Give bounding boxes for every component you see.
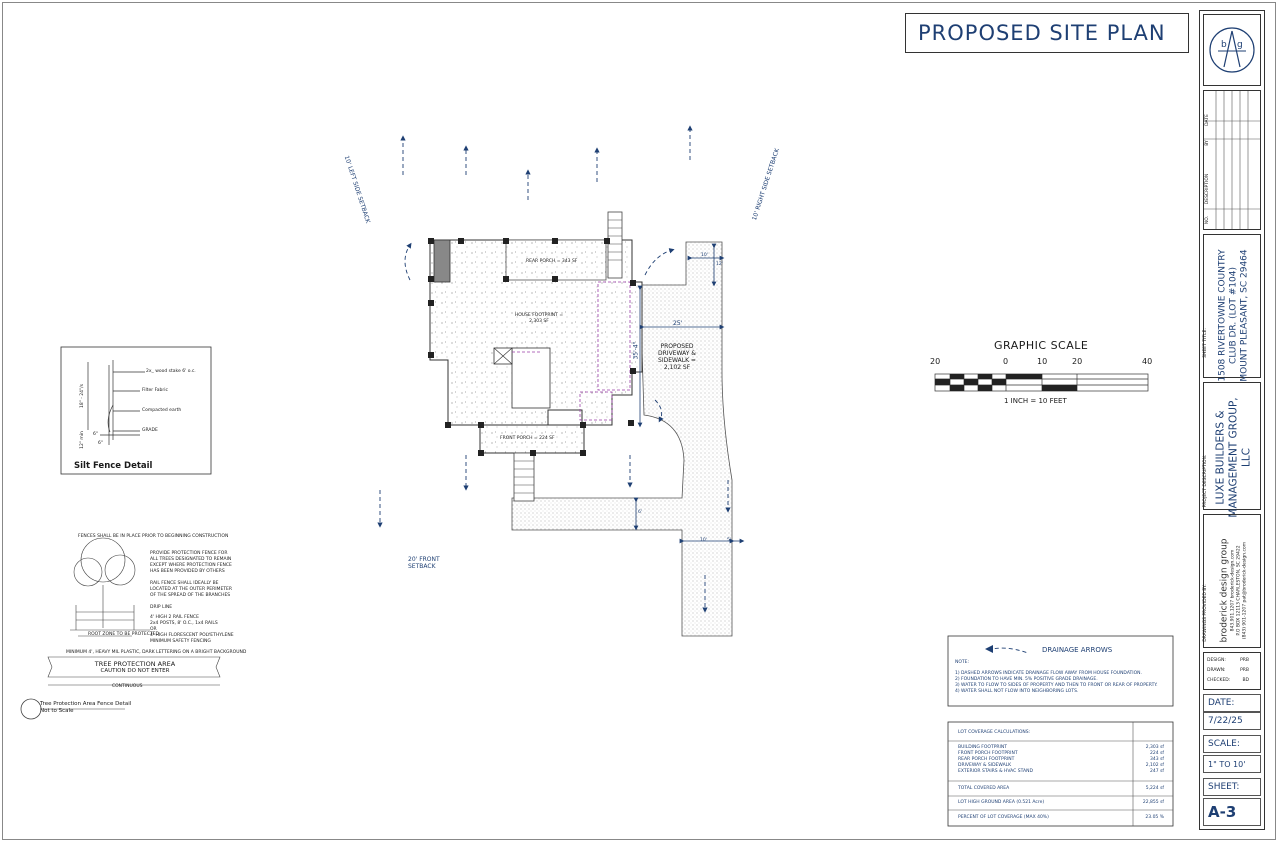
date-value: 7/22/25 [1203, 712, 1261, 730]
sign-note: MINIMUM 4', HEAVY MIL PLASTIC, DARK LETT… [66, 650, 247, 655]
coverage-title: LOT COVERAGE CALCULATIONS: [958, 730, 1031, 735]
provided-label: DRAWINGS PROVIDED BY: [1203, 584, 1208, 642]
project-label: PROJECT DESCRIPTION: [1203, 454, 1208, 508]
graphic-scale-caption: 1 INCH = 10 FEET [1004, 397, 1067, 405]
scale-tick-10: 10 [1037, 357, 1048, 366]
tree-illustration [70, 537, 150, 637]
root-zone-note: ROOT ZONE TO BE PROTECTED [88, 632, 159, 637]
dim-10-top-label: 10' [701, 253, 708, 258]
silt-dim-height: 18" - 24"/s [80, 384, 85, 408]
graphic-scale-title: GRAPHIC SCALE [994, 339, 1089, 352]
credits: DESIGN:PRB DRAWN:PRB CHECKED:BD [1207, 656, 1259, 686]
title-block [1199, 10, 1265, 830]
sheet-label: SHEET: [1203, 778, 1261, 796]
dim-10-bottom-label: 10' [700, 538, 707, 543]
continuous-note: CONTINUOUS [112, 684, 143, 689]
project-text: LUXE BUILDERS & MANAGEMENT GROUP, LLC [1214, 397, 1253, 518]
house-footprint [429, 239, 643, 426]
site-plan-drawing [20, 125, 1174, 827]
scale-tick-20: 20 [1072, 357, 1083, 366]
silt-fence-title: Silt Fence Detail [74, 461, 153, 471]
drainage-legend-box [947, 635, 1174, 707]
dim-25-label: 25' [673, 320, 683, 327]
scale-tick-20-left: 20 [930, 357, 941, 366]
silt-dim-6a: 6" [93, 432, 98, 437]
credits-panel [1203, 652, 1261, 690]
page-title: PROPOSED SITE PLAN [905, 13, 1189, 53]
coverage-percent-row: PERCENT OF LOT COVERAGE (MAX 40%)23.05 % [958, 815, 1164, 820]
coverage-lot-row: LOT HIGH GROUND AREA (0.521 Acre)22,855 … [958, 800, 1164, 805]
scale-label: SCALE: [1203, 735, 1261, 753]
svg-text:b: b [1221, 40, 1227, 50]
hvac-stand [433, 239, 451, 283]
rev-by-header: BY [1205, 140, 1210, 146]
dim-12-label: 12' [716, 262, 723, 267]
project-panel [1203, 382, 1261, 510]
driveway-label: PROPOSED DRIVEWAY & SIDEWALK = 2,102 SF [658, 343, 696, 371]
date-label: DATE: [1203, 694, 1261, 712]
drainage-notes: NOTE: 1) DASHED ARROWS INDICATE DRAINAGE… [955, 660, 1158, 694]
interior-stair [511, 347, 551, 409]
design-row: DESIGN:PRB [1207, 658, 1249, 663]
sheet-title-text: 1508 RIVERTOWNE COUNTRY CLUB DR. (LOT #1… [1217, 249, 1250, 382]
sign-banner [47, 656, 221, 686]
rear-stairs [607, 211, 623, 279]
front-porch-label: FRONT PORCH = 224 SF [500, 436, 555, 441]
silt-dim-6b: 6" [98, 441, 103, 446]
front-setback-label: 20' FRONT SETBACK [408, 556, 440, 570]
scale-tick-0: 0 [1003, 357, 1009, 366]
svg-text:g: g [1237, 40, 1243, 50]
revision-grid [1204, 91, 1260, 229]
sheet-title-label: SHEET TITLE: [1203, 328, 1208, 358]
tree-detail-caption: Tree Protection Area Fence Detail Not to… [40, 701, 132, 714]
rear-porch-label: REAR PORCH = 343 SF [526, 259, 578, 264]
silt-fence-box [60, 346, 212, 475]
compass-logo-icon: b g [1209, 27, 1255, 73]
sheet-number: A-3 [1203, 798, 1261, 826]
provided-panel [1203, 514, 1261, 648]
silt-note-grade: GRADE [142, 428, 158, 433]
revision-table [1203, 90, 1261, 230]
tree-header-note: FENCES SHALL BE IN PLACE PRIOR TO BEGINN… [78, 534, 229, 539]
house-footprint-label: HOUSE FOOTPRINT = 2,303 SF [514, 313, 564, 324]
rev-date-header: DATE [1205, 114, 1210, 126]
dim-5-label: 5' [727, 538, 732, 543]
silt-dim-min: 12" min [80, 431, 85, 449]
tree-notes: PROVIDE PROTECTION FENCE FOR ALL TREES D… [150, 551, 234, 644]
scale-value: 1" TO 10' [1203, 755, 1261, 773]
scale-tick-40: 40 [1142, 357, 1153, 366]
rev-description-header: DESCRIPTION [1205, 173, 1210, 205]
sheet-title-panel [1203, 234, 1261, 378]
silt-note-fabric: Filter Fabric [142, 388, 168, 393]
detail-bubble [20, 698, 42, 720]
rev-no-header: NO. [1205, 215, 1210, 225]
firm-info: broderick design group 843.901.1207 brod… [1219, 538, 1248, 643]
drawn-row: DRAWN:PRB [1207, 668, 1249, 673]
drainage-title: DRAINAGE ARROWS [1042, 646, 1113, 654]
dim-6-label: 6' [638, 510, 643, 515]
tree-sign-text: TREE PROTECTION AREA CAUTION DO NOT ENTE… [94, 660, 176, 674]
dim-35-label: 35'-4" [632, 341, 640, 360]
logo-panel: b g [1203, 14, 1261, 86]
silt-note-earth: Compacted earth [142, 408, 182, 413]
silt-note-stake: 2x_ wood stake 6' o.c. [146, 369, 196, 374]
coverage-table-box [947, 721, 1174, 827]
checked-row: CHECKED:BD [1207, 678, 1249, 683]
